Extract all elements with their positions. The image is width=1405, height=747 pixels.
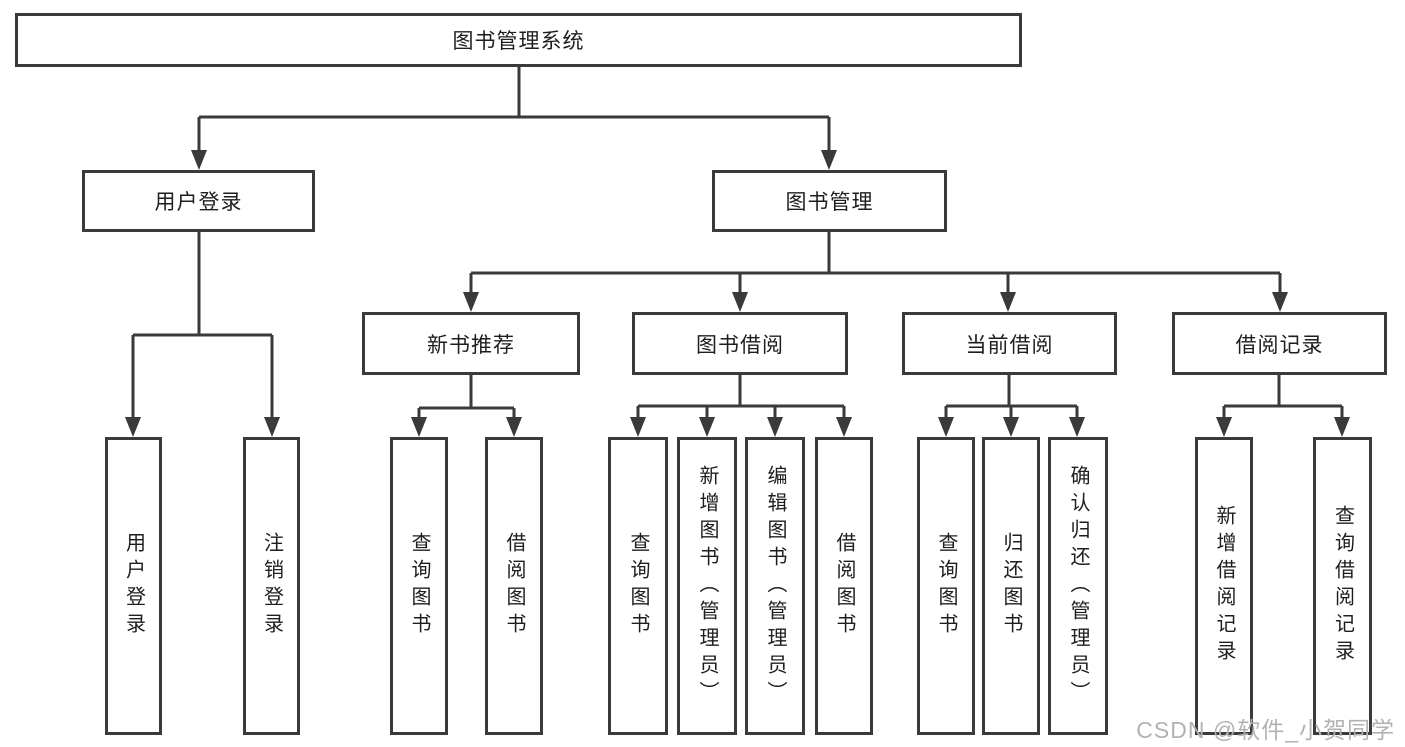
- leaf-bb-borrow-books: 借阅图书: [815, 437, 873, 735]
- node-user-login: 用户登录: [82, 170, 315, 232]
- leaf-bb-query-books: 查询图书: [608, 437, 668, 735]
- leaf-user-login: 用户登录: [105, 437, 162, 735]
- leaf-logout: 注销登录: [243, 437, 300, 735]
- node-book-management: 图书管理: [712, 170, 947, 232]
- leaf-bb-edit-book-admin: 编辑图书（管理员）: [745, 437, 805, 735]
- leaf-nbr-borrow-books: 借阅图书: [485, 437, 543, 735]
- leaf-cb-return-books: 归还图书: [982, 437, 1040, 735]
- leaf-nbr-query-books: 查询图书: [390, 437, 448, 735]
- leaf-br-add-record: 新增借阅记录: [1195, 437, 1253, 735]
- leaf-cb-query-books: 查询图书: [917, 437, 975, 735]
- node-current-borrowing: 当前借阅: [902, 312, 1117, 375]
- watermark: CSDN @软件_小贺同学: [1136, 717, 1395, 743]
- leaf-bb-add-book-admin: 新增图书（管理员）: [677, 437, 737, 735]
- node-book-borrowing: 图书借阅: [632, 312, 848, 375]
- leaf-cb-confirm-return-admin: 确认归还（管理员）: [1048, 437, 1108, 735]
- leaf-br-query-record: 查询借阅记录: [1313, 437, 1372, 735]
- node-new-book-recommend: 新书推荐: [362, 312, 580, 375]
- node-borrowing-records: 借阅记录: [1172, 312, 1387, 375]
- node-root: 图书管理系统: [15, 13, 1022, 67]
